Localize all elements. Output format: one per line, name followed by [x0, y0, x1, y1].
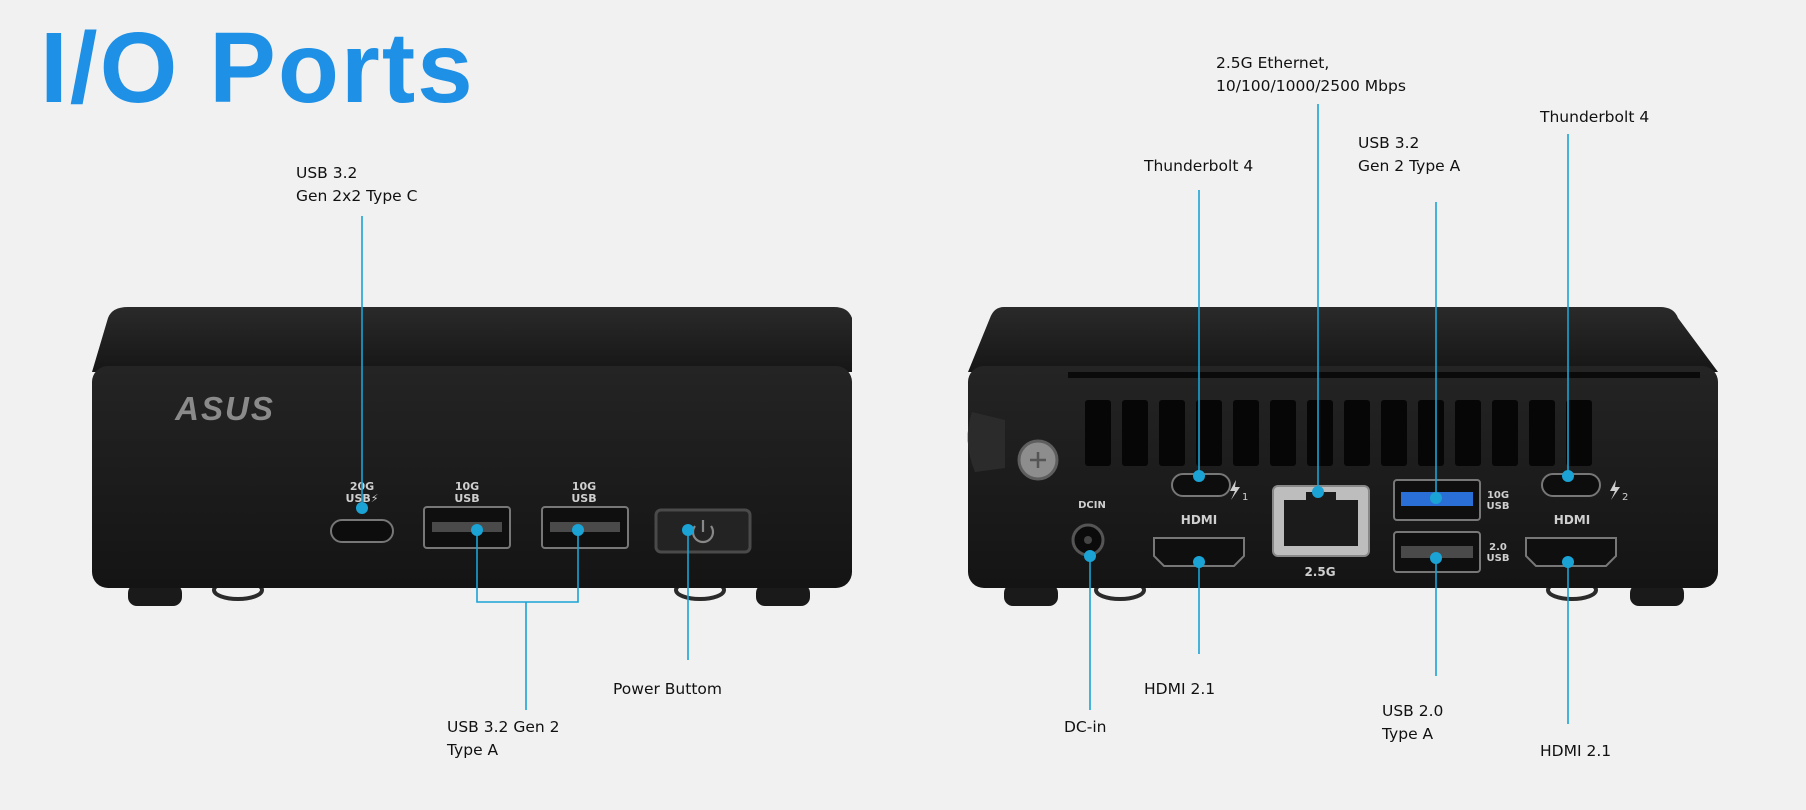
hdmi-mark-left: HDMI: [1181, 513, 1217, 527]
callout-line-usba: [476, 530, 579, 710]
callout-lines: [361, 104, 1569, 724]
ethernet-speed-mark: 2.5G: [1304, 565, 1335, 579]
asus-logo: ASUS: [174, 390, 275, 427]
rear-hdmi-port-left: [1153, 537, 1245, 567]
label-usb32-typea: USB 3.2 Gen 2 Type A: [1358, 134, 1461, 176]
rear-top-panel: [968, 307, 1718, 372]
rear-vents: [1085, 400, 1592, 466]
label-power-button: Power Buttom: [613, 680, 722, 698]
rear-foot-left: [1004, 584, 1058, 606]
callout-dot-tb4-right: [1562, 470, 1574, 482]
rear-hdmi-port-right: [1525, 537, 1617, 567]
dcin-mark: DCIN: [1078, 500, 1106, 511]
label-hdmi-right: HDMI 2.1: [1540, 742, 1612, 760]
label-thunderbolt4-left: Thunderbolt 4: [1144, 157, 1254, 175]
hdmi-mark-right: HDMI: [1554, 513, 1590, 527]
thunderbolt-icon-1: [1230, 480, 1240, 500]
front-usba-port-1-tongue: [432, 522, 502, 532]
label-usb20-typea: USB 2.0 Type A: [1382, 702, 1444, 744]
callout-dot-usb32a: [1430, 492, 1442, 504]
label-thunderbolt4-right: Thunderbolt 4: [1540, 108, 1650, 126]
front-usbc-port: [330, 519, 394, 543]
front-foot-right: [756, 584, 810, 606]
callout-dot-dcin: [1084, 550, 1096, 562]
tb-number-1: 1: [1242, 492, 1248, 503]
label-dcin: DC-in: [1064, 718, 1107, 736]
thumb-screw-slot: [1030, 452, 1046, 468]
rear-ethernet-port-inner: [1284, 500, 1358, 546]
tb-number-2: 2: [1622, 492, 1628, 503]
label-usba: USB 3.2 Gen 2 Type A: [447, 718, 560, 760]
callout-dot-power: [682, 524, 694, 536]
callout-dot-usba-1: [471, 524, 483, 536]
callout-dot-tb4-left: [1193, 470, 1205, 482]
callout-dot-hdmi-left: [1193, 556, 1205, 568]
callout-dot-ethernet: [1312, 486, 1324, 498]
callout-dot-usba-2: [572, 524, 584, 536]
rear-foot-right: [1630, 584, 1684, 606]
label-hdmi-left: HDMI 2.1: [1144, 680, 1216, 698]
front-foot-left: [128, 584, 182, 606]
label-usbc: USB 3.2 Gen 2x2 Type C: [296, 164, 418, 206]
front-usba-port-2-tongue: [550, 522, 620, 532]
thunderbolt-icon-2: [1610, 480, 1620, 500]
callout-dot-usbc: [356, 502, 368, 514]
callout-dot-hdmi-right: [1562, 556, 1574, 568]
rear-usb2-port-tongue: [1401, 546, 1473, 558]
callout-dot-usb20: [1430, 552, 1442, 564]
callout-dots: [356, 470, 1574, 568]
page-title: I/O Ports: [40, 12, 475, 124]
rear-top-groove: [1068, 372, 1700, 378]
front-top-panel: [92, 307, 852, 372]
label-ethernet: 2.5G Ethernet, 10/100/1000/2500 Mbps: [1216, 54, 1406, 96]
side-hinge: [967, 412, 1005, 472]
dc-in-pin: [1084, 536, 1092, 544]
